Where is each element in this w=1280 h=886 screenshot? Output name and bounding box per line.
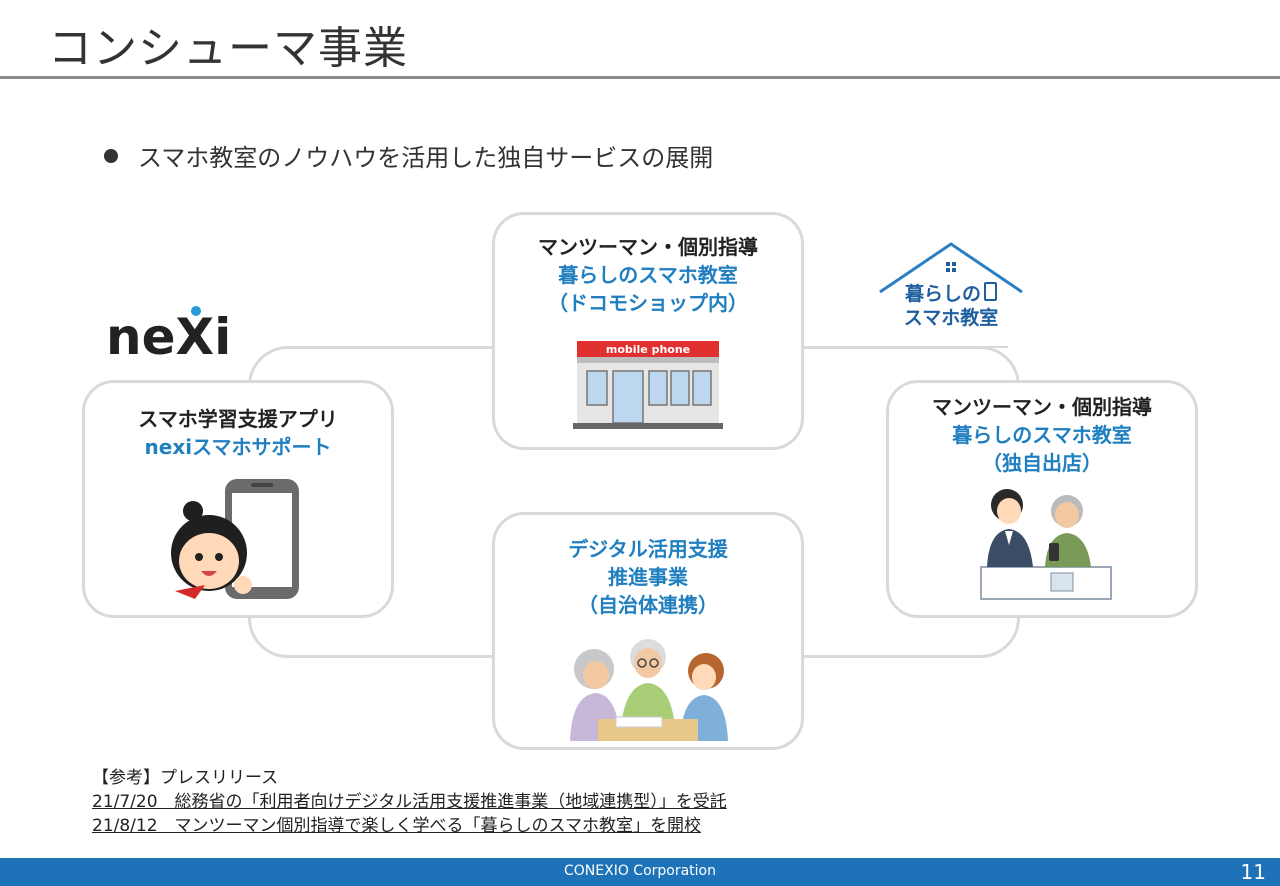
phone-icon <box>984 282 997 301</box>
card-top-line-1: マンツーマン・個別指導 <box>538 235 758 259</box>
card-left-line-2: nexiスマホサポート <box>144 435 332 459</box>
house-icon <box>879 242 1023 294</box>
shop-sign-text: mobile phone <box>606 343 690 356</box>
nexi-logo: neXi <box>106 306 232 366</box>
card-digital-support: デジタル活用支援 推進事業 （自治体連携） <box>492 512 804 750</box>
seniors-meeting-illustration <box>570 639 728 741</box>
card-docomo-shop-class: マンツーマン・個別指導 暮らしのスマホ教室 （ドコモショップ内） mobile … <box>492 212 804 450</box>
house-logo-line-1: 暮らしの <box>904 283 981 305</box>
reference-link-2[interactable]: 21/8/12 マンツーマン個別指導で楽しく学べる「暮らしのスマホ教室」を開校 <box>92 816 702 836</box>
card-nexi-app: スマホ学習支援アプリ nexiスマホサポート <box>82 380 394 618</box>
card-independent-class: マンツーマン・個別指導 暮らしのスマホ教室 （独自出店） <box>886 380 1198 618</box>
card-bottom-line-1: デジタル活用支援 <box>568 537 728 561</box>
card-left-line-1: スマホ学習支援アプリ <box>138 407 338 431</box>
footer-bar: CONEXIO Corporation 11 <box>0 858 1280 886</box>
card-top-line-3: （ドコモショップ内） <box>548 291 748 315</box>
mobile-shop-illustration: mobile phone <box>573 341 723 429</box>
smartphone-character-illustration <box>171 479 299 599</box>
house-logo-underline <box>858 346 1008 348</box>
footer-company: CONEXIO Corporation <box>563 863 716 879</box>
house-logo-text: 暮らしの スマホ教室 <box>876 282 1026 330</box>
bullet-point: スマホ教室のノウハウを活用した独自サービスの展開 <box>104 138 713 173</box>
card-top-line-2: 暮らしのスマホ教室 <box>558 263 738 287</box>
card-right-line-1: マンツーマン・個別指導 <box>932 395 1152 419</box>
title-divider <box>0 76 1280 79</box>
page-title: コンシューマ事業 <box>48 23 408 74</box>
page-number: 11 <box>1240 860 1266 884</box>
bullet-dot-icon <box>104 149 118 163</box>
bullet-text: スマホ教室のノウハウを活用した独自サービスの展開 <box>138 144 714 172</box>
instructor-senior-illustration <box>980 489 1112 600</box>
house-logo-line-2: スマホ教室 <box>903 307 999 329</box>
reference-link-1[interactable]: 21/7/20 総務省の「利用者向けデジタル活用支援推進事業（地域連携型）」を受… <box>92 792 727 812</box>
references-heading: 【参考】プレスリリース <box>92 768 279 788</box>
card-bottom-line-3: （自治体連携） <box>578 593 718 617</box>
card-right-line-2: 暮らしのスマホ教室 <box>952 423 1132 447</box>
card-right-line-3: （独自出店） <box>982 451 1102 475</box>
card-bottom-line-2: 推進事業 <box>608 565 688 589</box>
press-release-references: 【参考】プレスリリース 21/7/20 総務省の「利用者向けデジタル活用支援推進… <box>92 766 727 838</box>
